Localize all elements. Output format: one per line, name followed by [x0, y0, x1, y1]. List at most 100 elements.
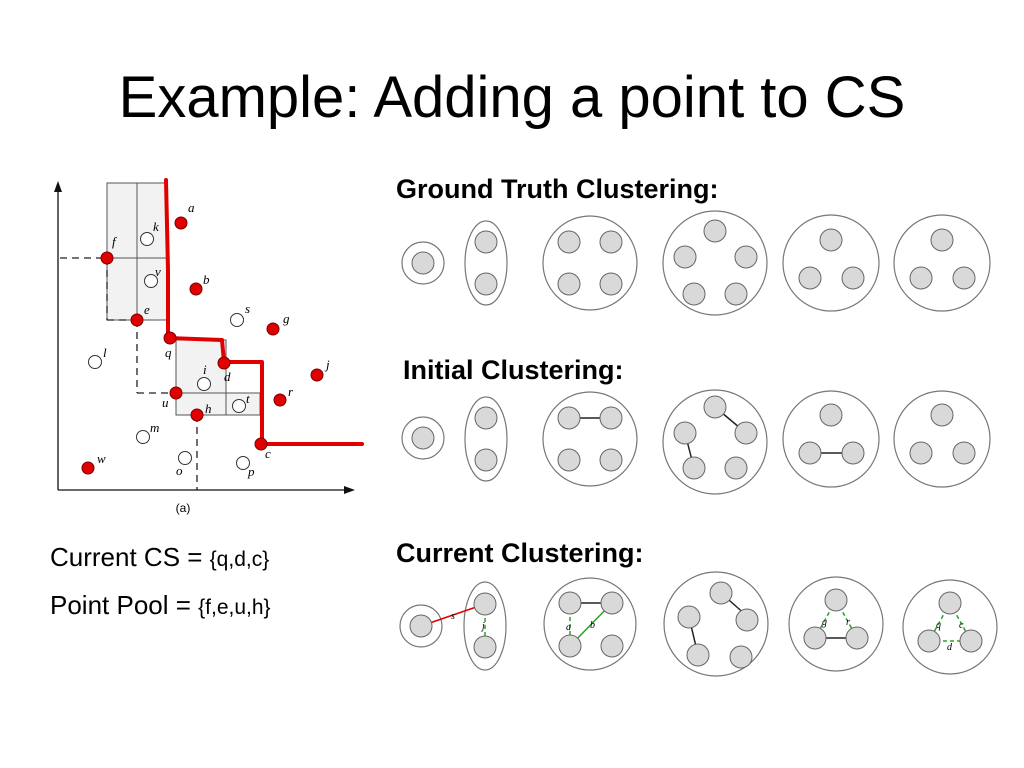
current-clustering-heading: Current Clustering: — [396, 538, 644, 568]
point-label: h — [205, 401, 212, 416]
filled-point — [190, 408, 204, 422]
hollow-point — [197, 377, 211, 391]
cluster-node — [959, 629, 983, 653]
cluster-node — [599, 406, 623, 430]
figure-caption: (a) — [176, 501, 191, 515]
point-label: l — [103, 345, 107, 360]
cluster-node — [824, 588, 848, 612]
filled-point — [266, 322, 280, 336]
filled-point — [81, 461, 95, 475]
cluster-node — [600, 634, 624, 658]
current-cs-text: Current CS = {q,d,c} — [50, 542, 269, 572]
point-label: i — [203, 362, 207, 377]
edge-label: g — [822, 617, 827, 628]
hollow-point — [140, 232, 154, 246]
ground-truth-heading: Ground Truth Clustering: — [396, 174, 718, 204]
point-pool-value: {f,e,u,h} — [198, 596, 270, 619]
cluster-node — [599, 272, 623, 296]
cluster-node — [682, 282, 706, 306]
initial-clustering-heading: Initial Clustering: — [403, 355, 624, 385]
cluster-node — [673, 421, 697, 445]
point-label: f — [112, 234, 118, 249]
point-pool-label: Point Pool = — [50, 590, 198, 620]
point-label: v — [155, 264, 161, 279]
cluster-node — [734, 421, 758, 445]
filled-point — [174, 216, 188, 230]
x-axis-arrow-icon — [344, 486, 355, 494]
point-label: u — [162, 395, 169, 410]
edge-label: a — [566, 622, 571, 633]
point-label: s — [245, 301, 250, 316]
cluster-node — [909, 266, 933, 290]
filled-point — [163, 331, 177, 345]
point-label: r — [288, 384, 294, 399]
cluster-node — [845, 626, 869, 650]
point-label: w — [97, 451, 106, 466]
point-label: q — [165, 345, 172, 360]
point-label: a — [188, 200, 195, 215]
point-label: m — [150, 420, 159, 435]
cluster-node — [709, 581, 733, 605]
slide-title: Example: Adding a point to CS — [118, 65, 906, 130]
cluster-node — [409, 614, 433, 638]
initial-clusters — [401, 389, 991, 495]
edge-label: b — [590, 620, 595, 631]
cluster-node — [703, 219, 727, 243]
cluster-node — [841, 266, 865, 290]
edge-label: r — [846, 617, 850, 628]
hollow-point — [136, 430, 150, 444]
point-label: o — [176, 463, 183, 478]
cluster-node — [558, 634, 582, 658]
point-label: j — [324, 357, 330, 372]
point-label: g — [283, 311, 290, 326]
cluster-circle — [542, 391, 638, 487]
cluster-node — [677, 605, 701, 629]
filled-point — [254, 437, 268, 451]
cluster-node — [930, 403, 954, 427]
cluster-node — [952, 266, 976, 290]
cluster-node — [798, 441, 822, 465]
point-label: e — [144, 302, 150, 317]
filled-point — [310, 368, 324, 382]
cluster-circle — [542, 215, 638, 311]
cluster-node — [558, 591, 582, 615]
cluster-node — [557, 448, 581, 472]
point-label: c — [265, 446, 271, 461]
cluster-node — [474, 272, 498, 296]
hollow-point — [88, 355, 102, 369]
edge-label: c — [959, 620, 964, 631]
point-pool-text: Point Pool = {f,e,u,h} — [50, 590, 271, 620]
cluster-node — [798, 266, 822, 290]
point-label: p — [247, 464, 255, 479]
filled-point — [273, 393, 287, 407]
cluster-node — [909, 441, 933, 465]
cluster-node — [473, 592, 497, 616]
cluster-node — [557, 230, 581, 254]
cluster-node — [952, 441, 976, 465]
cluster-node — [803, 626, 827, 650]
cluster-node — [735, 608, 759, 632]
edge-label: d — [947, 642, 953, 653]
point-label: k — [153, 219, 159, 234]
point-label: b — [203, 272, 210, 287]
dashed-guides — [60, 257, 198, 490]
cluster-node — [411, 426, 435, 450]
cluster-node — [841, 441, 865, 465]
cluster-node — [686, 643, 710, 667]
cluster-node — [734, 245, 758, 269]
edge-label: s — [451, 611, 455, 622]
hollow-point — [178, 451, 192, 465]
cluster-node — [930, 228, 954, 252]
hollow-point — [230, 313, 244, 327]
hollow-point — [144, 274, 158, 288]
cluster-node — [473, 635, 497, 659]
filled-point — [130, 313, 144, 327]
cluster-node — [600, 591, 624, 615]
filled-point — [189, 282, 203, 296]
cluster-node — [819, 403, 843, 427]
cluster-node — [474, 448, 498, 472]
cluster-node — [599, 230, 623, 254]
cluster-node — [557, 272, 581, 296]
